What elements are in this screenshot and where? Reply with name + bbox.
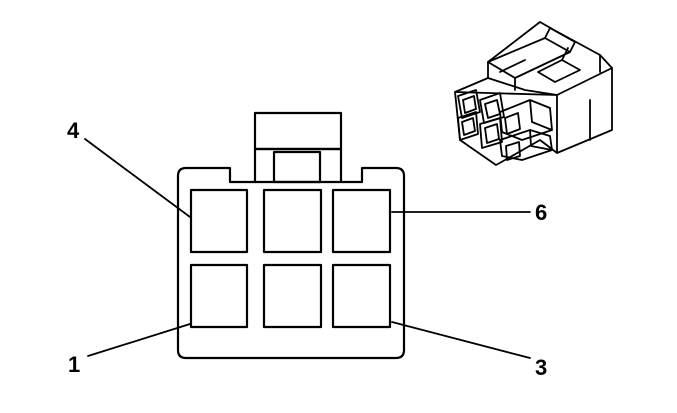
cavity-pin-2	[262, 263, 323, 329]
connector-housing-outline	[176, 166, 406, 360]
pin-label-6: 6	[535, 200, 547, 225]
pin-label-3: 3	[535, 355, 547, 380]
cavity-pin-3	[331, 263, 392, 329]
pin-label-4: 4	[67, 118, 80, 143]
cavity-pin-6	[331, 188, 392, 254]
connector-isometric-view	[454, 21, 613, 166]
connector-latch	[253, 111, 343, 151]
leader-line-pin-3	[391, 321, 531, 359]
cavity-pin-4	[189, 188, 249, 254]
iso-front-face	[454, 77, 558, 96]
leader-line-pin-4	[84, 138, 191, 218]
cavity-pin-1	[189, 263, 249, 329]
leader-line-pin-1	[87, 323, 191, 357]
iso-body-outline	[454, 21, 613, 166]
iso-cavity-4	[457, 89, 481, 119]
pin-label-1: 1	[68, 352, 80, 377]
iso-side-face	[556, 54, 613, 154]
connector-face-view	[176, 111, 406, 360]
iso-cavity-2	[479, 117, 503, 149]
iso-cavity-1	[457, 111, 479, 141]
latch-window	[272, 150, 322, 184]
leader-lines	[84, 138, 531, 359]
cavity-pin-5	[262, 188, 323, 254]
iso-latch	[487, 27, 581, 91]
latch-body	[253, 147, 343, 184]
iso-cavity-3	[499, 129, 553, 161]
